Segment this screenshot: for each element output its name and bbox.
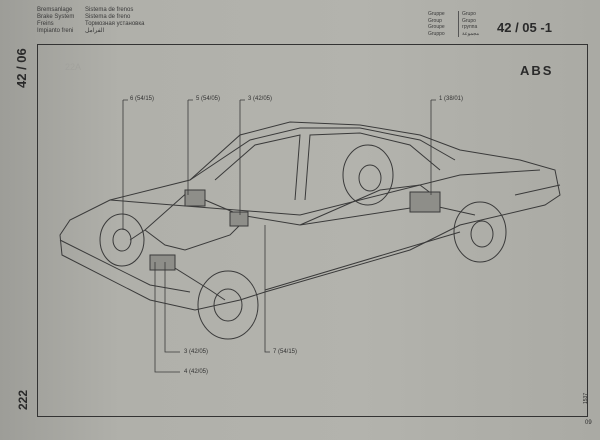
- car-beltline: [109, 169, 541, 216]
- car-side-window: [304, 132, 441, 201]
- group-label: Grupo: [458, 11, 479, 18]
- leader-lines: [122, 99, 436, 373]
- diagram-title: ABS: [520, 63, 554, 78]
- callout-label: 3 (42/05): [184, 349, 209, 355]
- callout-label: 3 (42/05): [248, 96, 273, 102]
- abs-control-unit: [184, 189, 206, 207]
- group-label: مجموعة: [458, 30, 479, 37]
- car-body: [59, 121, 561, 311]
- figure-number: 1537: [583, 392, 589, 404]
- header-label: Freins: [37, 21, 54, 27]
- header-label: Sistema de freno: [85, 14, 131, 20]
- header-label: Тормозная установка: [85, 21, 145, 27]
- wheel-rear-right: [453, 201, 507, 263]
- header-label: Brake System: [37, 14, 75, 20]
- front-sensor: [149, 254, 176, 271]
- callout-label: 1 (38/01): [439, 96, 464, 102]
- header-label: Sistema de frenos: [85, 7, 134, 13]
- faded-reference: 22A: [65, 62, 82, 72]
- group-label: Gruppo: [428, 30, 445, 37]
- rear-sensor-unit: [409, 191, 441, 213]
- brake-lines: [129, 184, 476, 301]
- callout-label: 7 (54/15): [273, 349, 298, 355]
- wheel-rear-left: [342, 144, 394, 206]
- page-code: 42 / 05 -1: [497, 20, 552, 35]
- wheel-front-right: [197, 270, 259, 340]
- group-label: Groupe: [428, 24, 445, 30]
- wheel-front-left: [99, 213, 145, 267]
- group-label: Group: [428, 17, 442, 24]
- header-label: Bremsanlage: [37, 7, 73, 13]
- page-number: 09: [585, 420, 592, 426]
- diagram-frame: [37, 44, 588, 417]
- callout-label: 5 (54/05): [196, 96, 221, 102]
- callout-label: 6 (54/15): [130, 96, 155, 102]
- group-label: Gruppe: [428, 11, 445, 17]
- group-label: Grupo: [458, 17, 479, 24]
- car-roofline: [189, 127, 456, 181]
- hydraulic-unit: [229, 211, 249, 227]
- group-label: группа: [458, 24, 479, 31]
- callout-label: 4 (42/05): [184, 369, 209, 375]
- car-sill: [264, 231, 461, 291]
- car-bumper-rear: [514, 184, 561, 196]
- header-system-names: Bremsanlage Sistema de frenos Brake Syste…: [37, 7, 144, 35]
- header-label: الفرامل: [85, 28, 105, 34]
- header-label: Impianto freni: [37, 28, 74, 34]
- car-bumper-front: [59, 239, 191, 293]
- car-windshield: [214, 134, 301, 201]
